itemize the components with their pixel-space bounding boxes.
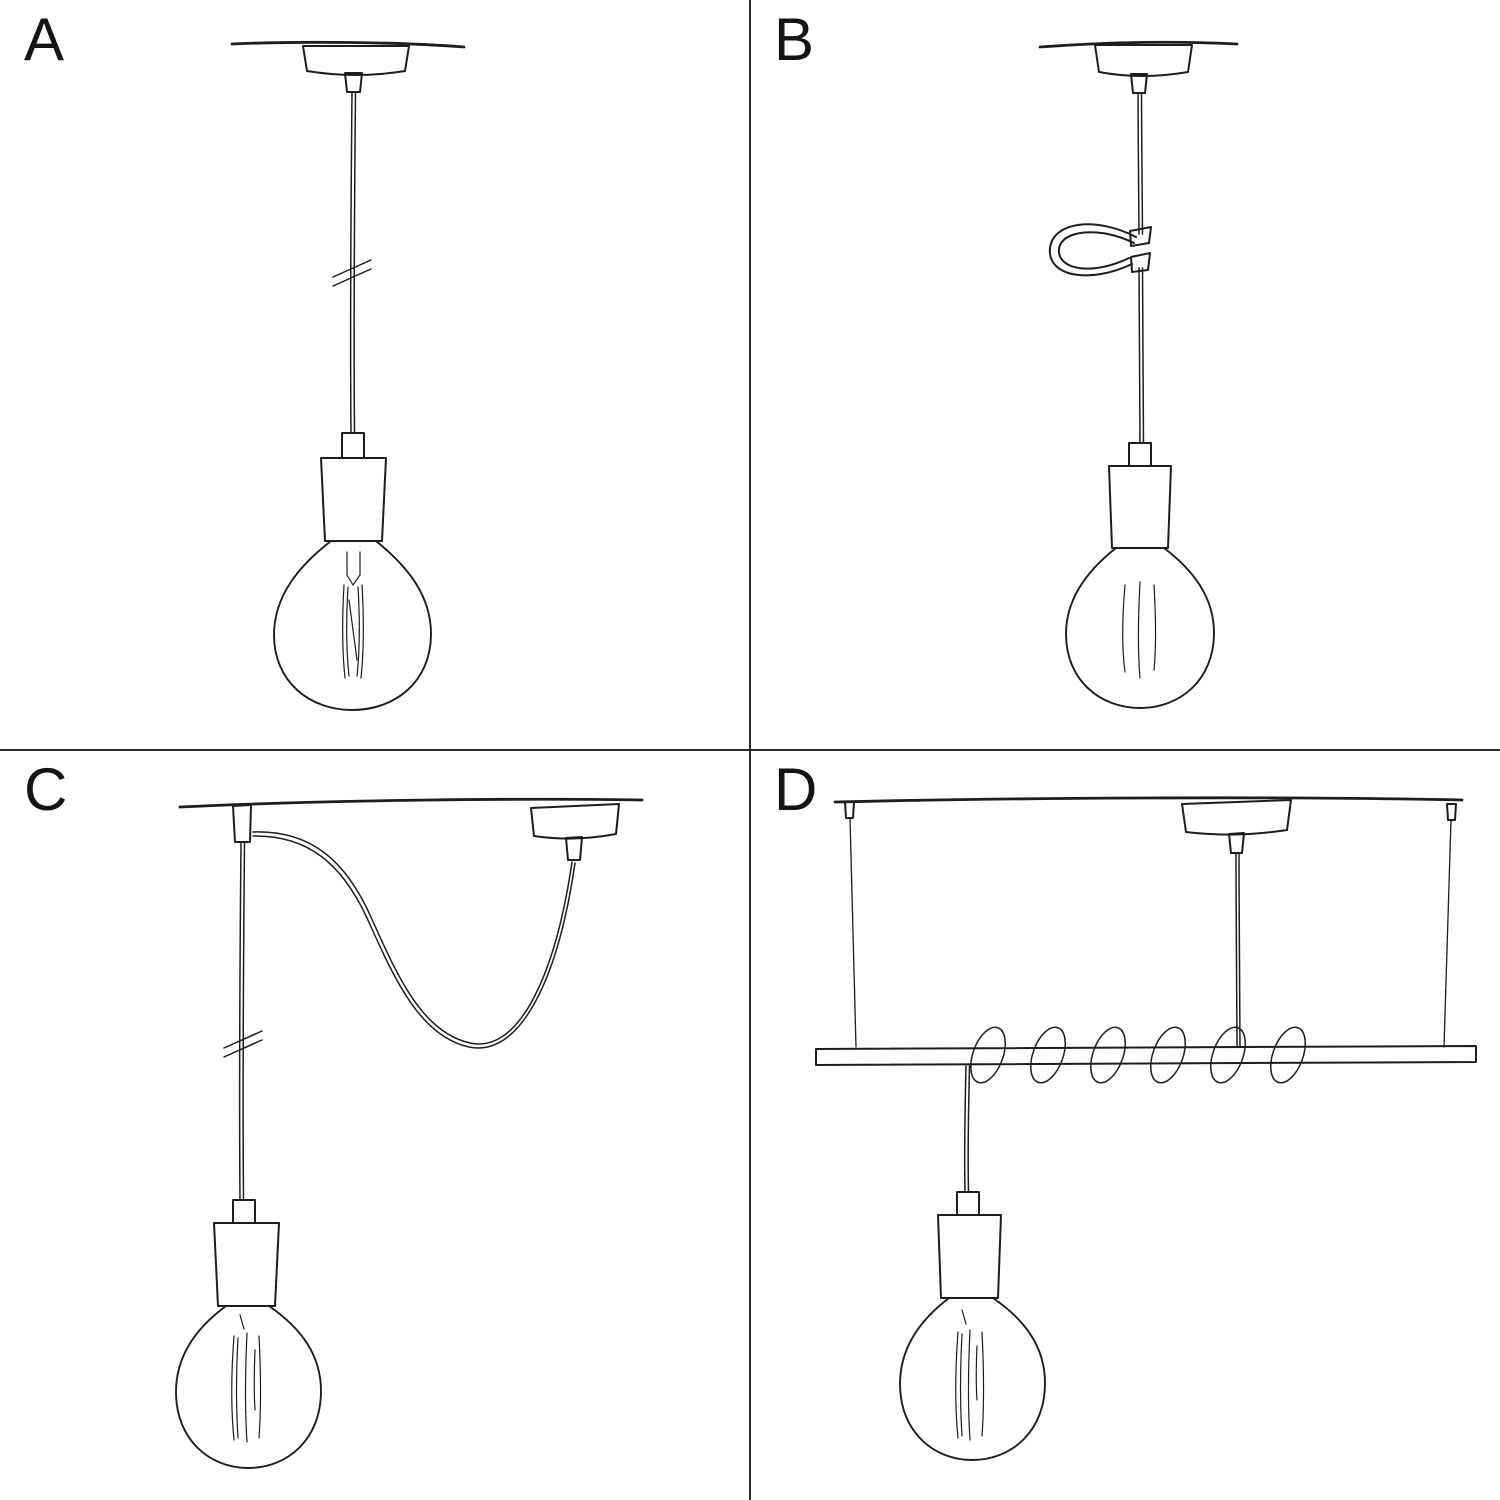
panel-b: B <box>750 0 1500 750</box>
ceiling-line <box>178 797 644 809</box>
drop-cable <box>963 1065 971 1193</box>
swag-cable <box>252 831 576 1049</box>
cable-length-break-marks <box>223 1030 263 1058</box>
ceiling-hook <box>232 804 252 843</box>
bulb-filament <box>955 1309 985 1441</box>
ceiling-rose <box>1094 44 1193 94</box>
light-bulb <box>1065 547 1215 709</box>
ceiling-rose <box>1181 799 1292 854</box>
panel-a-label: A <box>24 6 66 73</box>
ceiling-line <box>230 40 466 49</box>
ceiling-line <box>833 796 1464 804</box>
ceiling-rose <box>302 45 410 93</box>
left-suspension-wire <box>844 801 857 1048</box>
pendant-cable <box>238 841 246 1201</box>
right-suspension-wire <box>1443 803 1457 1048</box>
decorative-cable-clip <box>1048 223 1152 277</box>
panel-d-sketch <box>815 796 1477 1461</box>
panel-d: D <box>750 750 1500 1500</box>
panel-b-sketch <box>1038 40 1239 709</box>
cable-length-break-marks <box>332 259 372 287</box>
bulb-filament <box>342 551 364 679</box>
cable-coil <box>970 1026 1306 1084</box>
pendant-cable <box>1137 92 1145 444</box>
panel-c: C <box>0 750 750 1500</box>
horizontal-divider <box>0 749 1500 751</box>
lamp-holder <box>320 432 387 542</box>
panel-a-sketch <box>230 40 466 711</box>
panel-c-label: C <box>24 756 69 823</box>
rose-cable <box>1235 852 1241 1048</box>
suspension-bar <box>815 1045 1477 1066</box>
pendant-cable <box>349 91 357 434</box>
ceiling-rose <box>530 803 620 861</box>
bulb-filament <box>1122 581 1157 679</box>
panel-d-label: D <box>774 756 819 823</box>
panel-a: A <box>0 0 750 750</box>
panel-c-sketch <box>175 797 644 1469</box>
panel-b-label: B <box>774 6 816 73</box>
ceiling-line <box>1038 40 1239 49</box>
light-bulb <box>175 1305 322 1469</box>
lamp-holder <box>213 1199 280 1307</box>
lamp-holder <box>1108 442 1172 549</box>
light-bulb <box>899 1297 1046 1461</box>
bulb-filament <box>231 1314 262 1443</box>
light-bulb <box>273 540 432 711</box>
lamp-holder <box>937 1191 1002 1299</box>
